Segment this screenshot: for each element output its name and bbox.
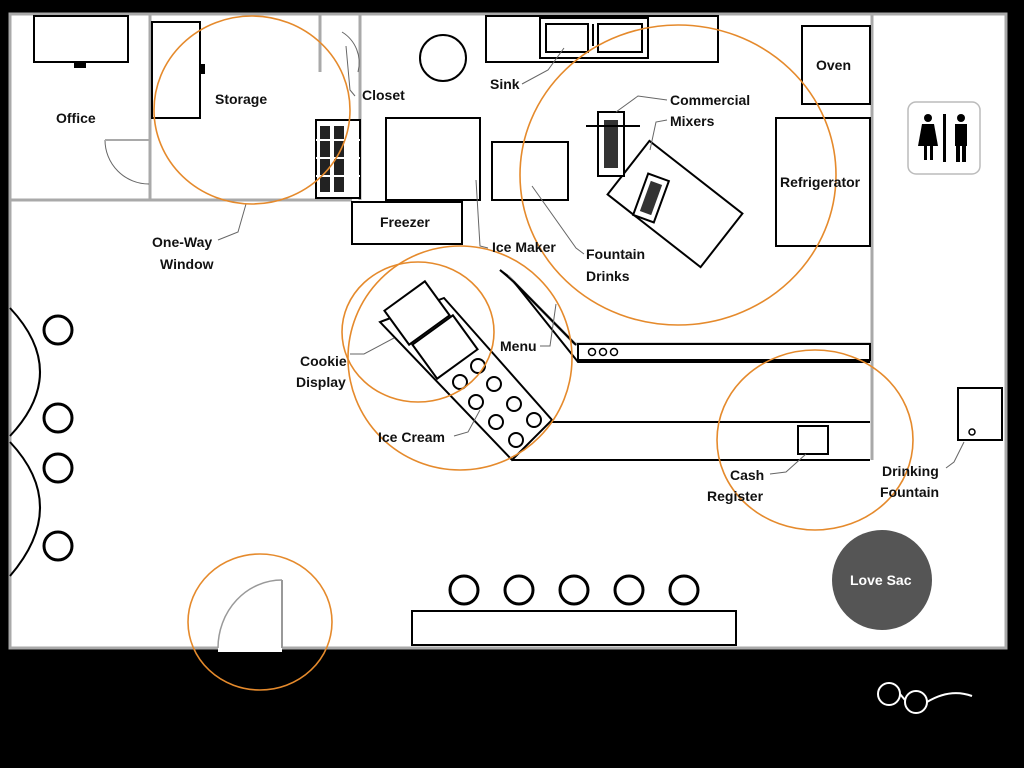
menu-dots: [587, 347, 619, 357]
drinking-fountain: [957, 387, 1003, 441]
entrance-opening: [218, 644, 282, 652]
freezer: [351, 201, 463, 245]
bar-stools: [448, 574, 700, 606]
office-door-swing: [104, 139, 150, 185]
entrance-door-swing: [217, 579, 283, 649]
label-drinking-fountain: Fountain: [880, 484, 939, 500]
fountain-drinks-machine: [491, 141, 569, 201]
glasses-logo-icon: [877, 682, 973, 714]
label-freezer: Freezer: [380, 214, 430, 230]
label-mixers: Mixers: [670, 113, 715, 129]
label-display: Display: [296, 374, 346, 390]
service-counter: [513, 281, 870, 363]
sink-basin-right: [597, 23, 643, 53]
front-bar: [411, 610, 737, 646]
cookie-display-bottom: [411, 313, 479, 381]
storage-handle: [200, 64, 205, 74]
menu-board: [577, 343, 871, 361]
label-window: Window: [160, 256, 214, 272]
ice-cream-tubs: [452, 358, 542, 448]
drinking-fountain-spout: [968, 428, 976, 436]
booth-lower: [9, 441, 41, 577]
label-menu: Menu: [500, 338, 537, 354]
label-ice-maker: Ice Maker: [492, 239, 556, 255]
label-ice-cream: Ice Cream: [378, 429, 445, 445]
mixer-1: [586, 111, 640, 177]
storage-cabinet: [151, 21, 201, 119]
label-drinking: Drinking: [882, 463, 939, 479]
shelf-rack-bars: [316, 126, 360, 192]
outer-wall: [8, 12, 1008, 650]
booth-upper: [9, 307, 41, 437]
counter-cap: [499, 269, 509, 277]
label-fountain: Fountain: [586, 246, 645, 262]
booth-stools: [42, 314, 74, 562]
love-sac: [832, 530, 932, 630]
office-desk: [33, 15, 129, 63]
desk-leg: [74, 62, 86, 68]
label-one-way: One-Way: [152, 234, 212, 250]
label-register: Register: [707, 488, 764, 504]
label-closet: Closet: [362, 87, 405, 103]
label-love-sac: Love Sac: [850, 572, 912, 588]
mixer-table: [606, 139, 744, 269]
label-storage: Storage: [215, 91, 267, 107]
mixer-2: [631, 172, 671, 224]
ice-maker: [385, 117, 481, 201]
sink-basin-left: [545, 23, 589, 53]
cash-register: [797, 425, 829, 455]
label-commercial: Commercial: [670, 92, 750, 108]
closet-door-swing: [341, 31, 360, 73]
oven: [801, 25, 871, 105]
label-cookie: Cookie: [300, 353, 347, 369]
label-cash: Cash: [730, 467, 764, 483]
cookie-display-top: [383, 279, 451, 347]
trash-can: [419, 34, 467, 82]
label-refrigerator: Refrigerator: [780, 174, 861, 190]
label-office: Office: [56, 110, 96, 126]
refrigerator: [775, 117, 871, 247]
highlight-rings: [153, 15, 914, 691]
label-drinks: Drinks: [586, 268, 630, 284]
label-oven: Oven: [816, 57, 851, 73]
label-leaders: [217, 45, 965, 475]
label-sink: Sink: [490, 76, 520, 92]
restroom-sign-icon: [907, 101, 981, 175]
